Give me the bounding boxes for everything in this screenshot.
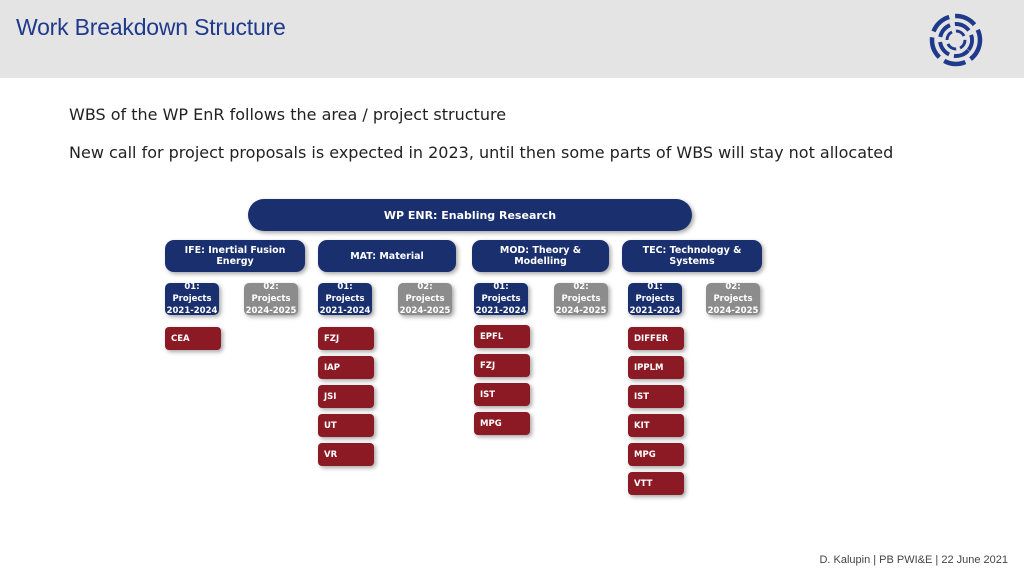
project-box-tec-01: 01: Projects 2021-2024 bbox=[628, 282, 682, 316]
project-period: 2021-2024 bbox=[166, 306, 218, 316]
institute-box: VTT bbox=[628, 472, 684, 495]
project-label: 01: Projects bbox=[635, 282, 675, 304]
project-period: 2024-2025 bbox=[399, 306, 451, 316]
project-box-ife-02: 02: Projects 2024-2025 bbox=[244, 282, 298, 316]
project-label: 01: Projects bbox=[481, 282, 521, 304]
bullet-text-1: WBS of the WP EnR follows the area / pro… bbox=[69, 105, 507, 124]
project-box-tec-02: 02: Projects 2024-2025 bbox=[706, 282, 760, 316]
footer-text: D. Kalupin | PB PWI&E | 22 June 2021 bbox=[819, 554, 1008, 566]
project-label: 01: Projects bbox=[172, 282, 212, 304]
area-box-mod: MOD: Theory & Modelling bbox=[472, 240, 609, 272]
institute-box: KIT bbox=[628, 414, 684, 437]
area-box-tec: TEC: Technology & Systems bbox=[622, 240, 762, 272]
institute-box: IST bbox=[474, 383, 530, 406]
institute-box: FZJ bbox=[474, 354, 530, 377]
project-box-mat-01: 01: Projects 2021-2024 bbox=[318, 282, 372, 316]
institute-box: JSI bbox=[318, 385, 374, 408]
project-period: 2021-2024 bbox=[629, 306, 681, 316]
institute-box: DIFFER bbox=[628, 327, 684, 350]
institute-box: IPPLM bbox=[628, 356, 684, 379]
institute-box: VR bbox=[318, 443, 374, 466]
project-label: 01: Projects bbox=[325, 282, 365, 304]
institute-box: MPG bbox=[474, 412, 530, 435]
project-box-mod-02: 02: Projects 2024-2025 bbox=[554, 282, 608, 316]
project-box-mod-01: 01: Projects 2021-2024 bbox=[474, 282, 528, 316]
wbs-root-box: WP ENR: Enabling Research bbox=[248, 199, 692, 231]
institute-box: IST bbox=[628, 385, 684, 408]
institute-box: EPFL bbox=[474, 325, 530, 348]
project-period: 2024-2025 bbox=[555, 306, 607, 316]
project-period: 2021-2024 bbox=[319, 306, 371, 316]
page-title: Work Breakdown Structure bbox=[16, 14, 286, 40]
project-label: 02: Projects bbox=[713, 282, 753, 304]
project-box-mat-02: 02: Projects 2024-2025 bbox=[398, 282, 452, 316]
project-period: 2021-2024 bbox=[475, 306, 527, 316]
logo-icon bbox=[929, 13, 983, 67]
project-label: 02: Projects bbox=[561, 282, 601, 304]
institute-box: UT bbox=[318, 414, 374, 437]
project-label: 02: Projects bbox=[251, 282, 291, 304]
project-period: 2024-2025 bbox=[707, 306, 759, 316]
area-box-mat: MAT: Material bbox=[318, 240, 456, 272]
area-box-ife: IFE: Inertial Fusion Energy bbox=[165, 240, 305, 272]
header-bar: Work Breakdown Structure bbox=[0, 0, 1024, 78]
project-box-ife-01: 01: Projects 2021-2024 bbox=[165, 282, 219, 316]
institute-box: CEA bbox=[165, 327, 221, 350]
institute-box: IAP bbox=[318, 356, 374, 379]
project-period: 2024-2025 bbox=[245, 306, 297, 316]
project-label: 02: Projects bbox=[405, 282, 445, 304]
institute-box: FZJ bbox=[318, 327, 374, 350]
bullet-text-2: New call for project proposals is expect… bbox=[69, 143, 894, 162]
institute-box: MPG bbox=[628, 443, 684, 466]
